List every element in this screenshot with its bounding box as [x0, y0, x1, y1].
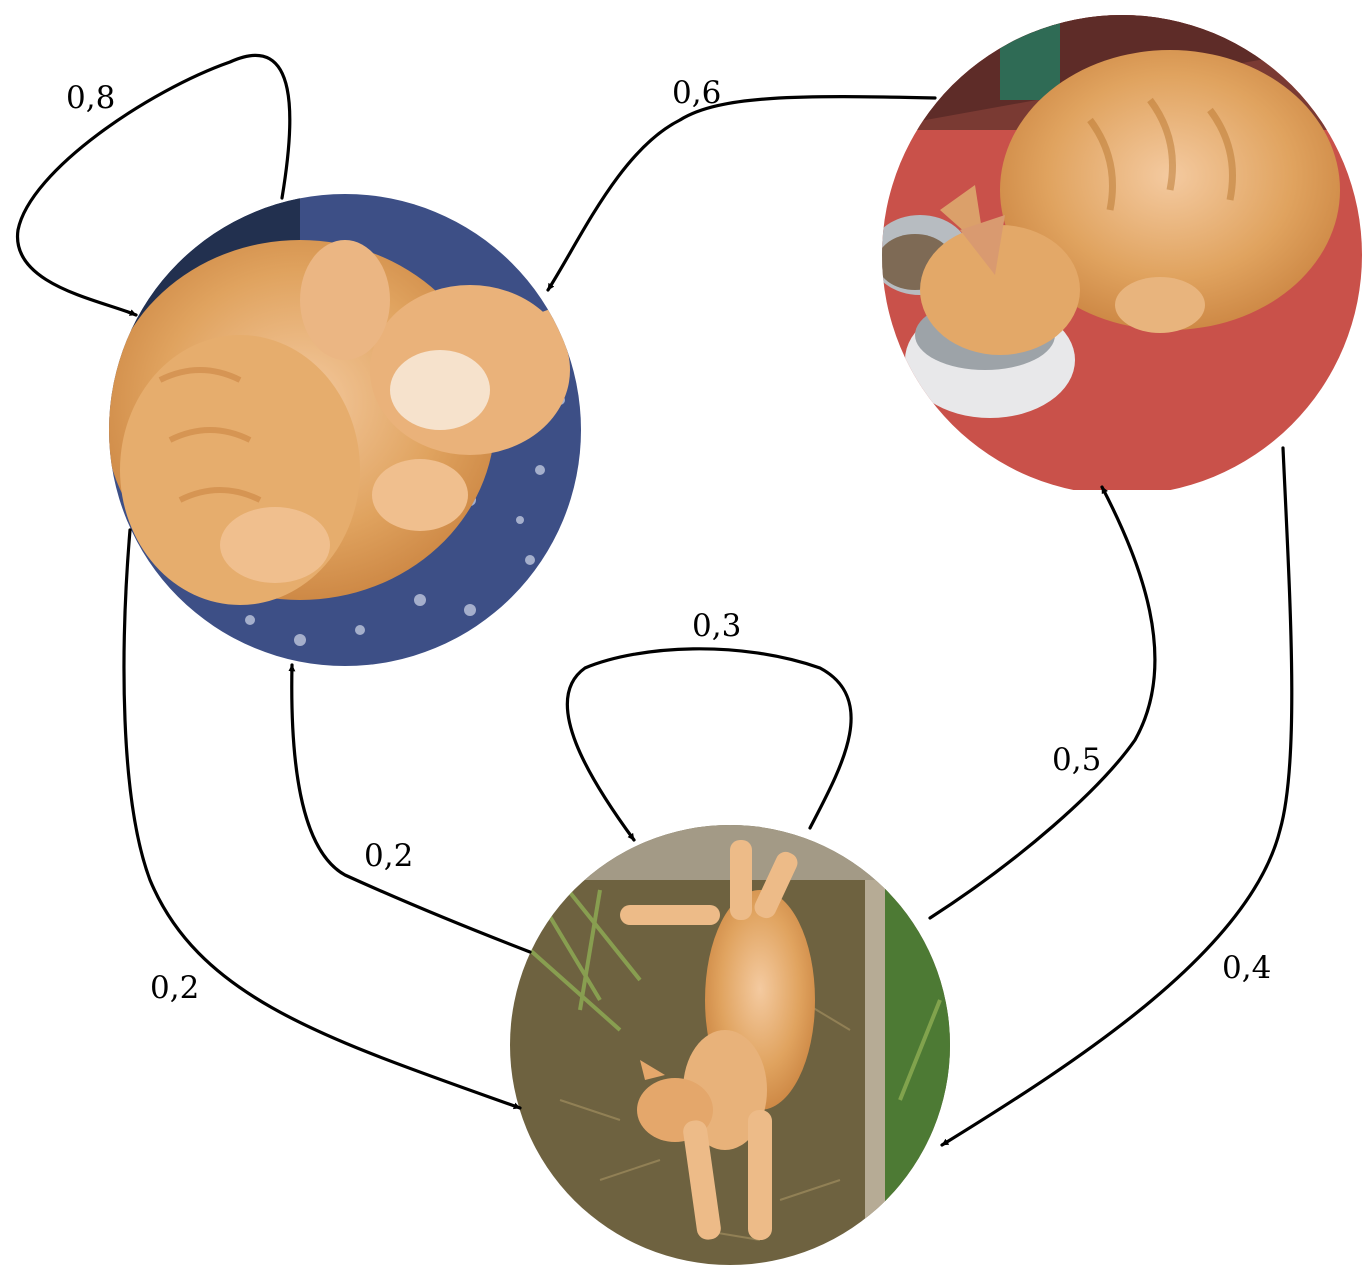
edge-stretched-self [567, 649, 851, 840]
node-stretched-cat [505, 820, 955, 1267]
label-eating-to-sleeping: 0,6 [672, 75, 721, 111]
edge-eating-to-sleeping [548, 97, 935, 290]
node-eating-cat [870, 10, 1362, 490]
label-sleeping-self: 0,8 [66, 80, 115, 116]
label-stretched-to-sleeping: 0,2 [364, 838, 413, 874]
edge-stretched-to-eating [930, 487, 1155, 918]
edge-eating-to-stretched [942, 448, 1292, 1145]
label-stretched-self: 0,3 [692, 608, 741, 644]
edge-stretched-to-sleeping [292, 665, 530, 952]
label-eating-to-stretched: 0,4 [1222, 950, 1271, 986]
node-sleeping-cat [100, 190, 590, 680]
label-sleeping-to-stretched: 0,2 [150, 970, 199, 1006]
label-stretched-to-eating: 0,5 [1052, 742, 1101, 778]
